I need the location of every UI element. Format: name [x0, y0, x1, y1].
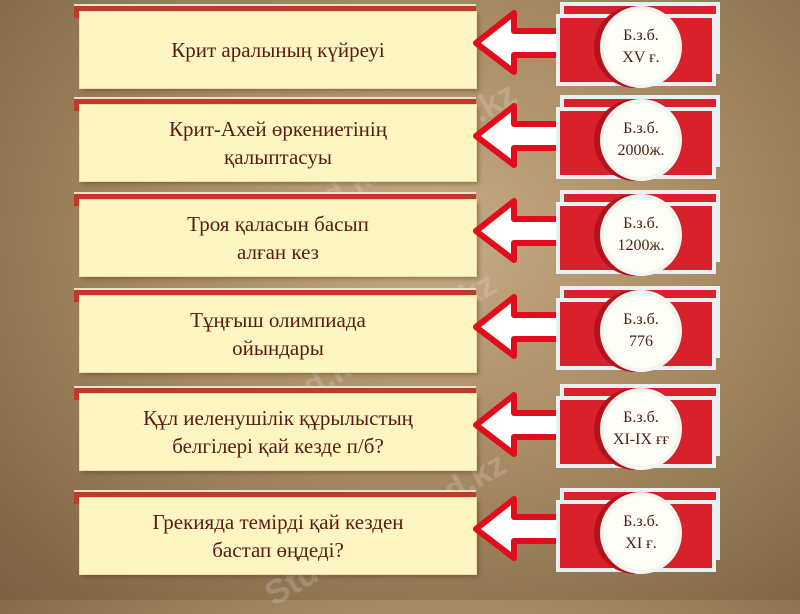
timeline-row: Құл иеленушілік құрылыстың белгілері қай… [0, 382, 800, 478]
date-card: Б.з.б. 2000ж. [556, 95, 722, 181]
date-card: Б.з.б. XI ғ. [556, 488, 722, 574]
timeline-row: Тұңғыш олимпиада ойындары Б.з.б. 776 [0, 284, 800, 380]
timeline-row: Крит аралының күйреуі Б.з.б. XV ғ. [0, 0, 800, 96]
date-card: Б.з.б. XV ғ. [556, 2, 722, 88]
date-card: Б.з.б. XI-IX ғғ [556, 384, 722, 470]
left-arrow-icon [473, 103, 571, 168]
date-label: Б.з.б. XI ғ. [600, 492, 682, 574]
date-label: Б.з.б. 776 [600, 290, 682, 372]
left-arrow-icon [473, 496, 571, 561]
event-label: Крит аралының күйреуі [80, 12, 476, 88]
left-arrow-icon [473, 392, 571, 457]
left-arrow-icon [473, 294, 571, 359]
timeline-row: Троя қаласын басып алған кез Б.з.б. 1200… [0, 188, 800, 284]
event-label: Құл иеленушілік құрылыстың белгілері қай… [80, 394, 476, 470]
event-label: Троя қаласын басып алған кез [80, 200, 476, 276]
date-label: Б.з.б. 2000ж. [600, 99, 682, 181]
date-card: Б.з.б. 776 [556, 286, 722, 372]
event-label: Тұңғыш олимпиада ойындары [80, 296, 476, 372]
date-label: Б.з.б. XI-IX ғғ [600, 388, 682, 470]
date-card: Б.з.б. 1200ж. [556, 190, 722, 276]
event-label: Грекияда темірді қай кезден бастап өңдед… [80, 498, 476, 574]
event-label: Крит-Ахей өркениетінің қалыптасуы [80, 105, 476, 181]
date-label: Б.з.б. XV ғ. [600, 6, 682, 88]
left-arrow-icon [473, 198, 571, 263]
left-arrow-icon [473, 10, 571, 75]
timeline-row: Грекияда темірді қай кезден бастап өңдед… [0, 486, 800, 582]
date-label: Б.з.б. 1200ж. [600, 194, 682, 276]
timeline-row: Крит-Ахей өркениетінің қалыптасуы Б.з.б.… [0, 93, 800, 189]
